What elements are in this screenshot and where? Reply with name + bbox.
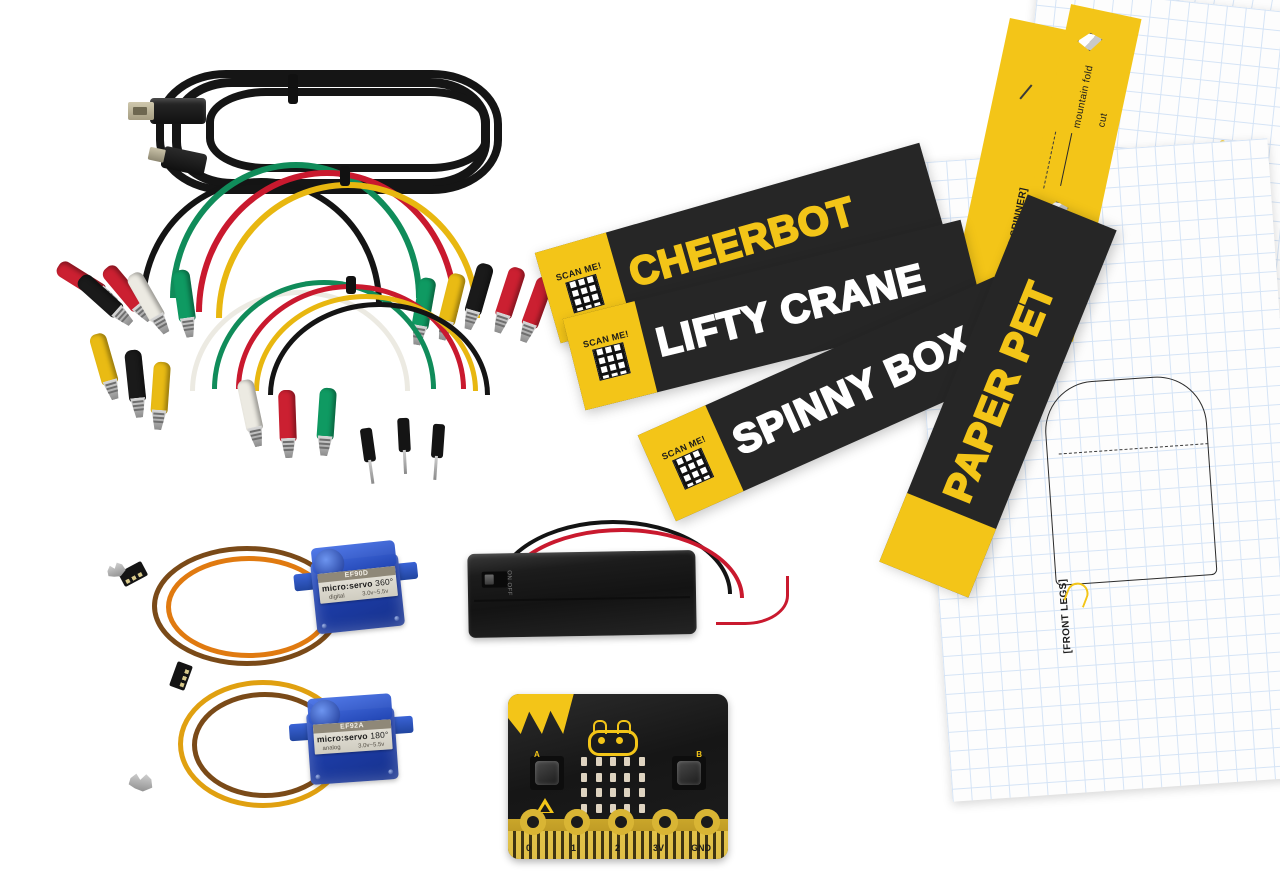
clip-jaw <box>247 425 266 448</box>
led <box>609 788 616 798</box>
logo-eye-left <box>598 737 605 744</box>
servo-voltage: 3.0v~5.5v <box>361 588 389 598</box>
servo-label-ef92a: EF92A micro:servo 180° analog 3.0v~5.5v <box>312 719 393 755</box>
pin-label-1: 1 <box>571 843 577 853</box>
led <box>595 757 602 767</box>
led <box>638 788 645 798</box>
battery-pack: ON OFF <box>467 550 697 638</box>
servo-type: analog <box>322 744 341 753</box>
pin-label-0: 0 <box>526 843 532 853</box>
clip-jaw <box>281 438 297 459</box>
pin-label-gnd: GND <box>691 843 711 853</box>
led <box>638 804 645 814</box>
servo-voltage: 3.0v~5.5v <box>358 741 385 750</box>
clip-jaw <box>130 397 147 418</box>
button-b-cap[interactable] <box>677 761 701 785</box>
alligator-clip-yellow <box>88 331 119 387</box>
pin-ring-2[interactable] <box>608 809 634 835</box>
led <box>609 757 616 767</box>
male-header-pin-2 <box>397 417 411 475</box>
male-header-pin-3 <box>430 423 446 480</box>
header-pin-metal <box>368 459 375 484</box>
pin-label-2: 2 <box>615 843 621 853</box>
spinner-pin-icon <box>1019 84 1033 100</box>
clip-jaw <box>316 435 332 456</box>
alligator-clip-green-4 <box>316 387 337 440</box>
servo-rotation: 360° <box>374 576 394 589</box>
pin-ring-gnd[interactable] <box>694 809 720 835</box>
led <box>638 757 645 767</box>
legend-mountain-line <box>1043 131 1057 189</box>
clip-jaw <box>103 378 123 401</box>
pin-label-3v: 3V <box>653 843 665 853</box>
usb-a-metal-shell <box>128 102 154 120</box>
mountain-fold-icon <box>1076 31 1103 54</box>
servo-rotation: 180° <box>369 729 389 741</box>
led <box>609 772 616 782</box>
warning-triangle-icon <box>536 798 554 813</box>
usb-a-connector <box>128 98 206 124</box>
alligator-clip-leads <box>20 160 580 490</box>
male-header-pin-1 <box>359 427 377 484</box>
jumper-lead-tie <box>346 276 356 294</box>
alligator-clip-black-2 <box>124 349 146 402</box>
button-a[interactable] <box>530 756 564 790</box>
led <box>624 788 631 798</box>
pin-ring-0[interactable] <box>520 809 546 835</box>
led <box>581 772 588 782</box>
servo-ef90d: EF90D micro:servo 360° digital 3.0v~5.5v <box>293 537 419 639</box>
led <box>595 772 602 782</box>
legend-label-cut: cut <box>1096 112 1111 129</box>
servo-connector-2 <box>169 661 193 691</box>
power-switch-label: ON OFF <box>505 570 513 596</box>
led <box>624 772 631 782</box>
edge-connector-teeth <box>508 831 728 859</box>
microbit-yellow-stripe <box>508 694 574 734</box>
led <box>624 757 631 767</box>
button-b-label: B <box>696 750 702 759</box>
button-a-cap[interactable] <box>535 761 559 785</box>
logo-ear-right <box>617 720 631 734</box>
button-a-label: A <box>534 750 540 759</box>
led <box>581 804 588 814</box>
button-b[interactable] <box>672 756 706 790</box>
battery-lead-tail <box>716 576 789 625</box>
logo-ear-left <box>593 720 607 734</box>
header-pin-metal <box>402 449 408 475</box>
led <box>581 788 588 798</box>
servo-mounting-screws <box>127 770 156 793</box>
logo-face <box>588 730 638 756</box>
header-pin-metal <box>433 455 438 480</box>
led <box>624 804 631 814</box>
led <box>595 788 602 798</box>
power-switch-slider[interactable] <box>484 574 494 585</box>
pin-ring-3v[interactable] <box>652 809 678 835</box>
led <box>638 772 645 782</box>
usb-cable-tie <box>288 74 298 104</box>
alligator-clip-red-5 <box>278 389 297 443</box>
leg-shape-large <box>1041 373 1218 587</box>
legend-cut-line <box>1060 132 1073 187</box>
microbit-board: A B 0 1 2 3V GND <box>508 694 728 859</box>
pin-ring-1[interactable] <box>564 809 590 835</box>
led <box>595 804 602 814</box>
led <box>581 757 588 767</box>
alligator-to-male-leads <box>150 268 570 498</box>
logo-eye-right <box>616 737 623 744</box>
microbit-logo-icon <box>582 720 638 756</box>
led <box>609 804 616 814</box>
servo-ef92a: EF92A micro:servo 180° analog 3.0v~5.5v <box>288 690 414 789</box>
edge-connector: 0 1 2 3V GND <box>508 809 728 859</box>
croc-lead-tie <box>340 166 350 186</box>
legend-label-mountain-fold: mountain fold <box>1071 64 1096 130</box>
power-switch[interactable] <box>481 571 508 588</box>
servo-type: digital <box>328 593 346 601</box>
battery-pack-seam <box>474 596 691 602</box>
